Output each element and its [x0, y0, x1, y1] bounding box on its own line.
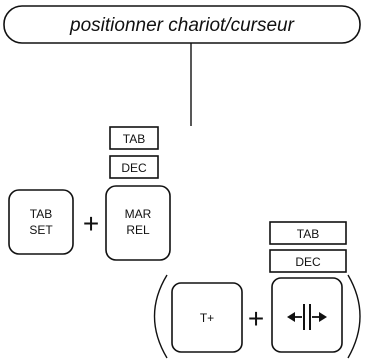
mar-rel-key-line2: REL: [126, 223, 150, 237]
upper-tab-label: TAB: [123, 132, 145, 146]
bidirectional-tab-arrows-icon: [287, 304, 327, 330]
plus-operator-2: +: [248, 303, 264, 334]
tab-dec-key: [271, 277, 343, 353]
lower-dec-box: [269, 249, 347, 273]
right-parenthesis: [347, 274, 361, 359]
plus-operator-1: +: [83, 208, 99, 239]
diagram-title: positionner chariot/curseur: [69, 15, 295, 36]
mar-rel-key: [105, 185, 171, 261]
tab-set-key: [8, 189, 74, 255]
t-plus-key-label: T+: [200, 311, 214, 325]
title-pill: [3, 5, 361, 44]
tab-set-key-line1: TAB: [30, 207, 52, 221]
mar-rel-key-line1: MAR: [125, 207, 152, 221]
upper-tab-box: [109, 126, 159, 150]
lower-tab-box: [269, 221, 347, 245]
t-plus-key: [171, 282, 243, 353]
left-parenthesis: [153, 274, 168, 359]
upper-dec-label: DEC: [121, 161, 147, 175]
tab-set-key-line2: SET: [29, 223, 53, 237]
lower-dec-label: DEC: [295, 255, 321, 269]
upper-dec-box: [109, 155, 159, 179]
lower-tab-label: TAB: [297, 227, 319, 241]
